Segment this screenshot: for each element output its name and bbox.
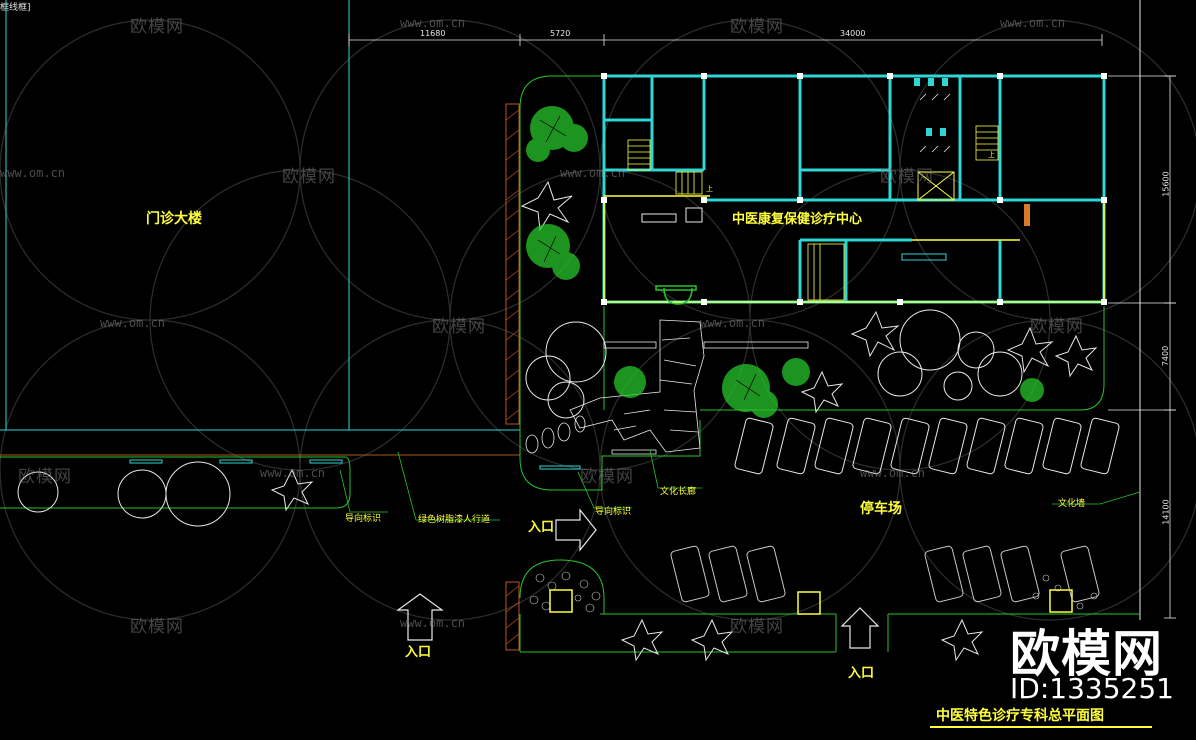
green-shrubs [526,106,1044,418]
outpatient-building-label: 门诊大楼 [146,211,202,227]
trees-round [17,309,1023,527]
watermark-brand: 欧模网 [580,467,634,487]
brand-watermark: 欧模网 [1010,625,1163,683]
stair-up-mark: 上 [988,151,995,159]
culture-wall-label: 文化墙 [1058,499,1086,509]
toilet-fixtures [914,78,948,136]
watermark-brand: 欧模网 [730,17,784,37]
parked-cars-row2 [670,545,1100,603]
frame-tag: 框线框] [0,3,31,13]
watermark-brand: 欧模网 [282,167,336,187]
watermark-url: www.om.cn [0,166,66,180]
shrub-texture [537,115,761,401]
entrance-left-label: 入口 [405,645,432,660]
watermark-url: www.om.cn [860,466,926,480]
watermark-brand: 欧模网 [18,467,72,487]
stepping-stones [525,415,586,454]
dim-top-1: 11680 [420,29,446,38]
stairs [627,125,999,301]
stair-up-mark: 上 [706,185,713,193]
entrance-main-label: 入口 [528,520,555,535]
orange-fixture [1024,204,1030,226]
dim-top-3: 34000 [840,29,866,38]
watermark-url: www.om.cn [700,316,766,330]
drawing-title: 中医特色诊疗专科总平面图 [936,708,1104,724]
watermark-brand: 欧模网 [432,317,486,337]
culture-corridor-pavement [569,319,809,455]
entrance-bottom-label: 入口 [848,666,875,681]
palms [270,180,1098,662]
toilet-stalls [919,93,951,153]
watermark-brand: 欧模网 [730,617,784,637]
watermark-url: www.om.cn [100,316,166,330]
watermark-brand: 欧模网 [130,17,184,37]
parking-label: 停车场 [860,501,902,517]
columns [601,73,1107,305]
watermark-url: www.om.cn [400,16,466,30]
dim-right-1: 15600 [1161,171,1171,197]
watermark-url: www.om.cn [1000,16,1066,30]
info-counter [685,207,703,223]
dimension-right [1108,75,1176,619]
watermark-brand: 欧模网 [880,167,934,187]
watermark-brand: 欧模网 [130,617,184,637]
model-id: ID:1335251 [1010,672,1174,705]
reception-desk [641,213,677,223]
outpatient-building-outline [0,0,520,431]
parked-cars-row1 [734,417,1120,475]
brick-walls [505,103,520,651]
tree-pits [549,589,1073,615]
dim-top-2: 5720 [550,29,571,38]
watermark-url: www.om.cn [400,616,466,630]
gravel-planter [529,571,1098,613]
watermark-circles [0,19,1196,621]
watermark-url: www.om.cn [560,166,626,180]
guide-sign-mid-label: 导向标识 [595,507,632,517]
dim-right-2: 7400 [1161,345,1171,367]
title-underline [930,726,1152,728]
entrance-arrows [396,508,880,649]
building-walls [602,74,1106,304]
lobby-bench [901,253,947,261]
entrance-door [655,285,697,305]
elevator [917,171,955,201]
culture-corridor-label: 文化长廊 [660,487,697,497]
guide-sign-left-label: 导向标识 [345,514,382,524]
watermark-brand: 欧模网 [1030,317,1084,337]
green-walkway-label: 绿色树脂漆人行道 [418,515,491,525]
dim-right-3: 14100 [1161,499,1171,525]
green-site-lines [0,75,1140,653]
leader-lines [339,449,1141,521]
guide-signs [129,459,581,470]
dimension-top [348,34,1103,46]
watermark-url: www.om.cn [260,466,326,480]
center-name-label: 中医康复保健诊疗中心 [732,212,863,227]
